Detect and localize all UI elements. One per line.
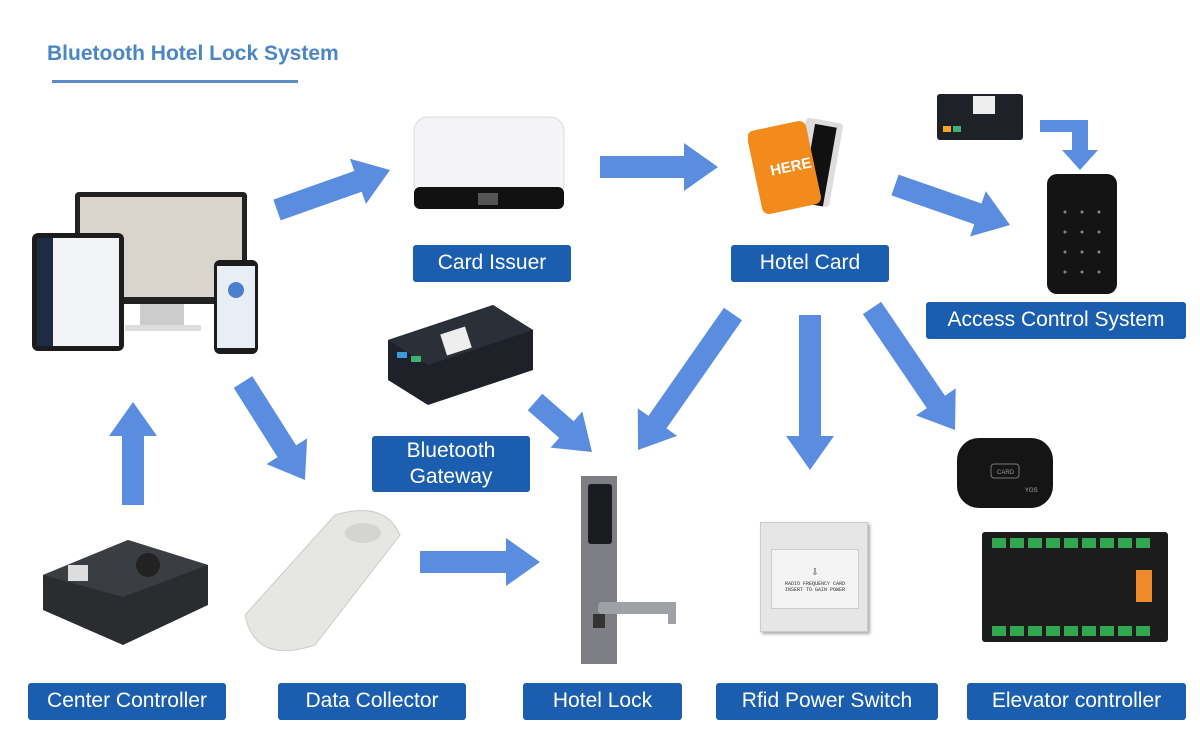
terminal-block (1136, 538, 1150, 548)
arrow-hotel-card-to-card-reader (862, 301, 956, 430)
terminal-block (1010, 538, 1024, 548)
hotel-card-image: HERE (748, 117, 843, 214)
insert-arrow-icon: ⇩ (811, 565, 819, 579)
access-control-keypad-device (1047, 174, 1117, 294)
diagram-title: Bluetooth Hotel Lock System (47, 42, 339, 65)
terminal-block (1010, 626, 1024, 636)
terminal-block (1082, 538, 1096, 548)
rfid-power-switch-device: ⇩ RADIO FREQUENCY CARD INSERT TO GAIN PO… (760, 522, 868, 632)
bluetooth-gateway-device (388, 305, 533, 405)
terminal-block (992, 626, 1006, 636)
label-rfid-power-switch: Rfid Power Switch (716, 683, 938, 720)
center-controller-device (43, 540, 208, 645)
label-data-collector: Data Collector (278, 683, 466, 720)
arrow-data-collector-to-hotel-lock (420, 538, 540, 586)
arrow-hotel-card-to-hotel-lock (637, 307, 743, 450)
arrow-hotel-card-to-power-switch (786, 315, 834, 470)
data-collector-device (244, 510, 401, 652)
access-control-controller-device (937, 94, 1023, 140)
card-issuer-device (413, 116, 565, 209)
reader-text: CARD (997, 470, 1015, 476)
terminal-block (1100, 626, 1114, 636)
label-access-control-system: Access Control System (926, 302, 1186, 339)
arrow-controller-to-keypad (1040, 120, 1098, 170)
terminal-block (1082, 626, 1096, 636)
terminal-block (1028, 626, 1042, 636)
label-center-controller: Center Controller (28, 683, 226, 720)
terminal-block (1064, 538, 1078, 548)
label-bluetooth-gateway: Bluetooth Gateway (372, 436, 530, 492)
label-hotel-card: Hotel Card (731, 245, 889, 282)
label-bluetooth-gateway-line1: Bluetooth (406, 438, 496, 462)
arrow-hotel-card-to-access-control (891, 174, 1010, 237)
reader-brand: YGS (1025, 488, 1038, 494)
management-software-devices (32, 192, 258, 354)
label-card-issuer: Card Issuer (413, 245, 571, 282)
label-elevator-controller: Elevator controller (967, 683, 1186, 720)
terminal-block (1064, 626, 1078, 636)
terminal-block (1046, 626, 1060, 636)
arrow-card-issuer-to-hotel-card (600, 143, 718, 191)
title-underline (52, 80, 298, 83)
card-reader-device: CARD YGS (957, 438, 1053, 508)
arrow-gateway-to-hotel-lock (527, 393, 592, 452)
elevator-controller-device (982, 532, 1168, 642)
terminal-block (1118, 626, 1132, 636)
label-bluetooth-gateway-line2: Gateway (409, 465, 493, 488)
terminal-block (1136, 626, 1150, 636)
label-hotel-lock: Hotel Lock (523, 683, 682, 720)
arrow-software-to-card-issuer (273, 158, 390, 221)
hotel-lock-device (581, 476, 676, 664)
arrow-software-to-data-collector (233, 376, 308, 480)
terminal-block (1046, 538, 1060, 548)
arrow-center-controller-to-software (109, 402, 157, 505)
terminal-block (1100, 538, 1114, 548)
terminal-block (992, 538, 1006, 548)
power-switch-text-2: INSERT TO GAIN POWER (784, 587, 845, 593)
terminal-block (1028, 538, 1042, 548)
power-switch-text-1: RADIO FREQUENCY CARD (784, 581, 845, 587)
terminal-block (1118, 538, 1132, 548)
